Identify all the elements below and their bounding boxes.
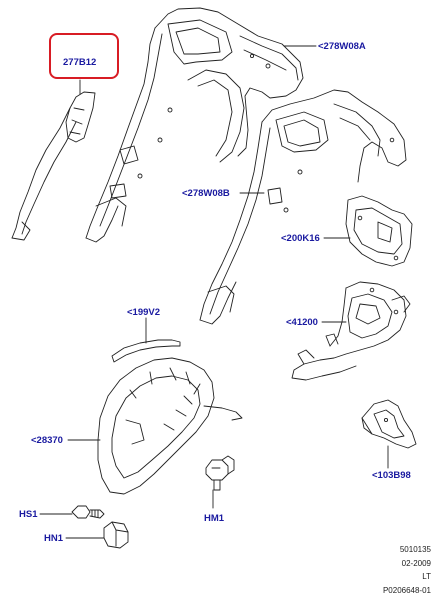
part-hn1 bbox=[103, 521, 129, 549]
part-277b12 bbox=[11, 91, 96, 241]
label-277b12: 277B12 bbox=[63, 57, 97, 68]
label-278w08b: <278W08B bbox=[182, 188, 230, 199]
label-199v2: <199V2 bbox=[127, 307, 161, 318]
label-hm1: HM1 bbox=[204, 513, 225, 524]
label-hn1: HN1 bbox=[44, 533, 64, 544]
part-103b98 bbox=[361, 399, 417, 449]
label-hs1: HS1 bbox=[19, 509, 38, 520]
part-199v2 bbox=[111, 339, 181, 363]
footer-side: LT bbox=[422, 572, 431, 581]
part-hm1 bbox=[205, 455, 235, 491]
part-200k16 bbox=[345, 195, 413, 267]
part-28370 bbox=[97, 357, 243, 495]
part-278w08a bbox=[85, 7, 304, 243]
highlight-box bbox=[49, 33, 119, 79]
label-41200: <41200 bbox=[286, 317, 318, 328]
label-103b98: <103B98 bbox=[372, 470, 411, 481]
part-278w08b bbox=[199, 89, 407, 325]
label-200k16: <200K16 bbox=[281, 233, 320, 244]
part-hs1 bbox=[71, 505, 105, 519]
label-28370: <28370 bbox=[31, 435, 63, 446]
footer-code: 5010135 bbox=[399, 545, 431, 554]
label-278w08a: <278W08A bbox=[318, 41, 366, 52]
footer-date: 02-2009 bbox=[401, 559, 431, 568]
part-41200 bbox=[291, 281, 411, 381]
footer-ref: P0206648-01 bbox=[382, 586, 431, 595]
